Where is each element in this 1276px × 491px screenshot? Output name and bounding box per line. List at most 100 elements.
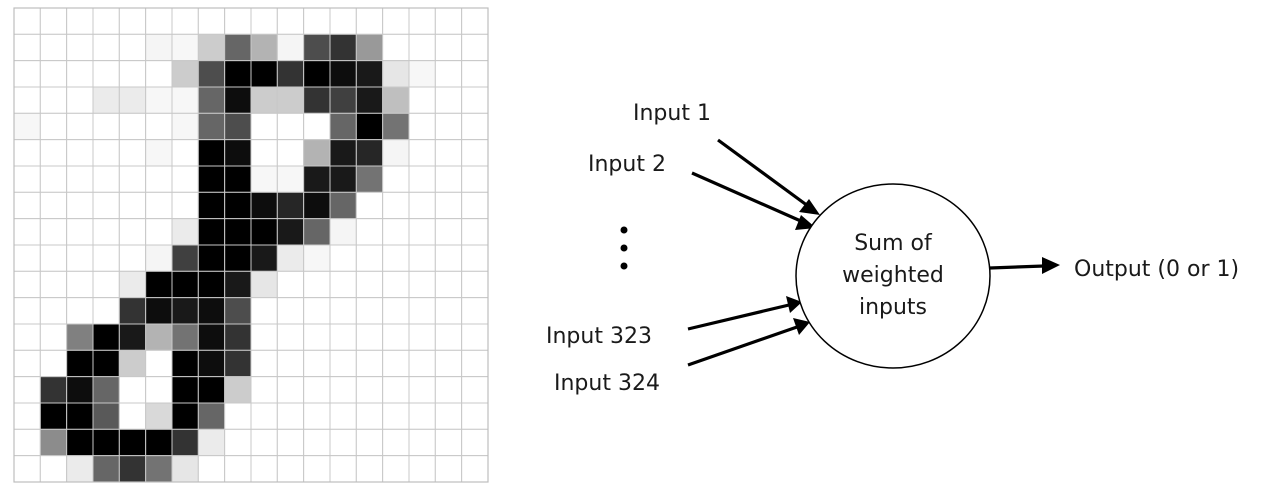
- pixel-cell: [382, 402, 410, 430]
- pixel-cell: [434, 323, 463, 351]
- pixel-cell: [145, 297, 173, 325]
- pixel-cell: [329, 218, 357, 246]
- pixel-cell: [66, 33, 94, 62]
- pixel-cell: [250, 60, 278, 88]
- pixel-cell: [250, 323, 278, 351]
- pixel-cell: [329, 402, 357, 430]
- pixel-cell: [461, 455, 489, 483]
- pixel-cell: [171, 112, 199, 141]
- pixel-cell: [92, 270, 120, 299]
- pixel-cell: [408, 60, 436, 88]
- pixel-cell: [276, 139, 305, 167]
- pixel-cell: [224, 455, 252, 483]
- pixel-cell: [39, 7, 68, 35]
- pixel-cell: [434, 349, 463, 378]
- pixel-cell: [408, 191, 436, 220]
- pixel-cell: [434, 191, 463, 220]
- pixel-cell: [13, 86, 41, 114]
- pixel-cell: [382, 244, 410, 272]
- pixel-cell: [408, 218, 436, 246]
- pixel-cell: [224, 349, 252, 378]
- pixel-cell: [92, 86, 120, 114]
- pixel-cell: [224, 428, 252, 457]
- pixel-cell: [145, 270, 173, 299]
- pixel-cell: [39, 376, 68, 404]
- pixel-cell: [382, 297, 410, 325]
- pixel-cell: [276, 218, 305, 246]
- pixel-cell: [434, 270, 463, 299]
- pixel-cell: [303, 323, 331, 351]
- pixel-cell: [66, 455, 94, 483]
- pixel-cell: [39, 218, 68, 246]
- pixel-cell: [250, 455, 278, 483]
- pixel-cell: [118, 244, 147, 272]
- pixel-cell: [13, 218, 41, 246]
- pixel-cell: [171, 86, 199, 114]
- pixel-cell: [171, 270, 199, 299]
- pixel-cell: [13, 33, 41, 62]
- pixel-cell: [276, 402, 305, 430]
- pixel-cell: [118, 218, 147, 246]
- pixel-cell: [276, 191, 305, 220]
- pixel-cell: [224, 191, 252, 220]
- pixel-grid-border: [13, 7, 489, 483]
- pixel-cell: [66, 323, 94, 351]
- pixel-cell: [250, 33, 278, 62]
- pixel-cell: [329, 270, 357, 299]
- pixel-cell: [224, 86, 252, 114]
- pixel-cell: [434, 376, 463, 404]
- pixel-cell: [303, 7, 331, 35]
- pixel-cell: [92, 402, 120, 430]
- pixel-cell: [145, 7, 173, 35]
- pixel-cell: [434, 428, 463, 457]
- pixel-cell: [171, 402, 199, 430]
- pixel-cell: [461, 323, 489, 351]
- pixel-cell: [408, 349, 436, 378]
- pixel-cell: [66, 191, 94, 220]
- pixel-cell: [92, 349, 120, 378]
- pixel-cell: [118, 60, 147, 88]
- pixel-cell: [145, 60, 173, 88]
- pixel-cell: [145, 191, 173, 220]
- pixel-cell: [92, 244, 120, 272]
- pixel-cell: [434, 402, 463, 430]
- pixel-cell: [250, 402, 278, 430]
- pixel-cell: [197, 86, 226, 114]
- pixel-cell: [434, 297, 463, 325]
- pixel-cell: [329, 139, 357, 167]
- pixel-cell: [92, 455, 120, 483]
- pixel-cell: [13, 376, 41, 404]
- pixel-cell: [434, 112, 463, 141]
- pixel-cell: [303, 218, 331, 246]
- pixel-cell: [118, 112, 147, 141]
- pixel-cell: [382, 112, 410, 141]
- pixel-cell: [276, 165, 305, 193]
- pixel-cell: [303, 244, 331, 272]
- pixel-cell: [66, 244, 94, 272]
- pixel-cell: [171, 7, 199, 35]
- pixel-cell: [276, 33, 305, 62]
- pixel-cell: [276, 297, 305, 325]
- pixel-cell: [250, 139, 278, 167]
- pixel-cell: [118, 191, 147, 220]
- pixel-cell: [461, 165, 489, 193]
- pixel-cell: [303, 112, 331, 141]
- pixel-cell: [382, 7, 410, 35]
- input-323-label: Input 323: [546, 324, 652, 349]
- pixel-cell: [434, 455, 463, 483]
- pixel-cell: [197, 270, 226, 299]
- pixel-cell: [92, 7, 120, 35]
- pixel-cell: [355, 349, 384, 378]
- pixel-cell: [329, 191, 357, 220]
- pixel-cell: [171, 376, 199, 404]
- pixel-cell: [13, 270, 41, 299]
- pixel-cell: [92, 112, 120, 141]
- pixel-cell: [250, 349, 278, 378]
- pixel-cell: [39, 86, 68, 114]
- pixel-cell: [303, 428, 331, 457]
- pixel-cell: [118, 297, 147, 325]
- pixel-cell: [408, 86, 436, 114]
- pixel-cell: [66, 86, 94, 114]
- pixel-cell: [118, 428, 147, 457]
- pixel-cell: [197, 60, 226, 88]
